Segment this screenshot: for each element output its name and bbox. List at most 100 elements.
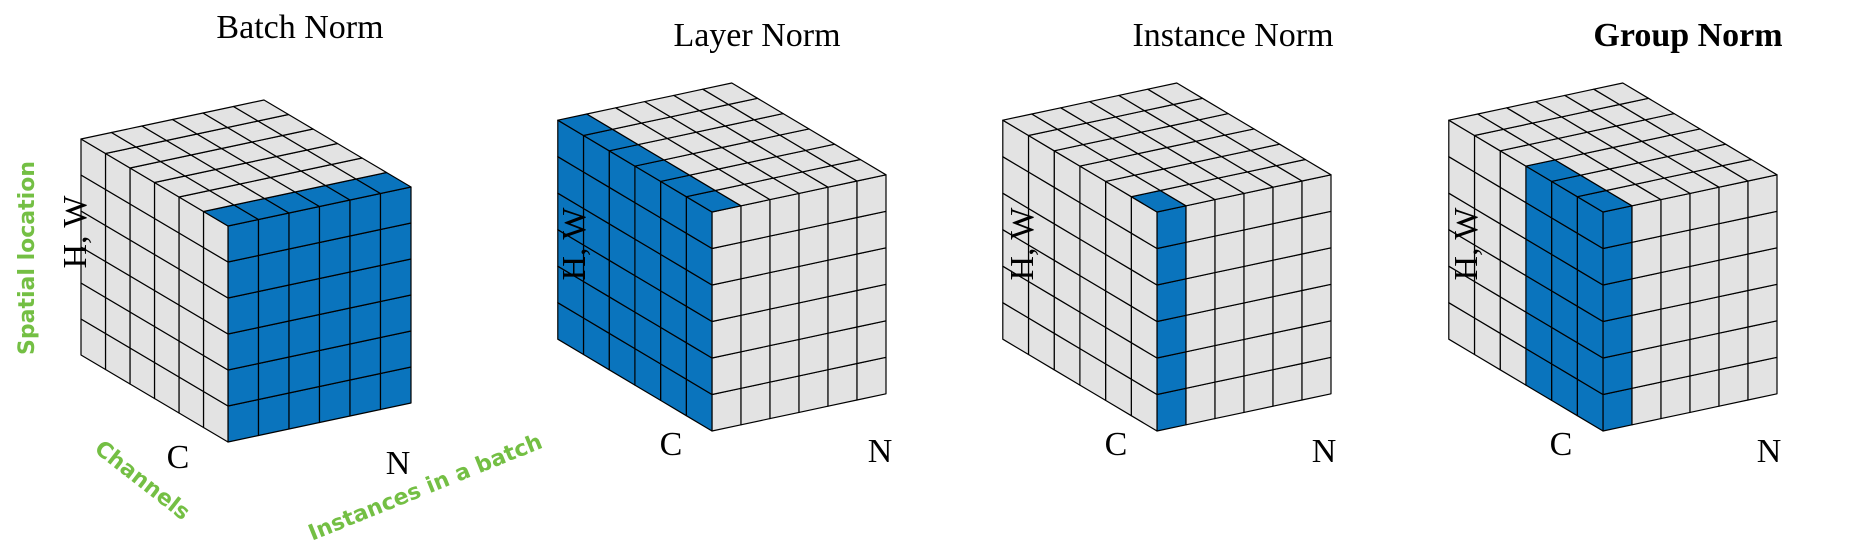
nh-face-cell	[1301, 283, 1332, 328]
batch-norm-title: Batch Norm	[216, 9, 383, 46]
nh-face-cell	[711, 241, 742, 286]
nh-face-cell	[798, 223, 829, 267]
nh-face-cell	[711, 351, 742, 396]
nh-face-cell	[349, 300, 382, 345]
nh-face-cell	[288, 205, 321, 250]
nh-face-cell	[798, 186, 829, 231]
layer-norm-c-label: C	[660, 426, 683, 463]
nh-face-cell	[1747, 283, 1778, 328]
group-norm-hw-label: H, W	[1448, 207, 1485, 281]
batch-norm-panel: Batch Norm H, W C N	[57, 9, 412, 482]
nh-face-cell	[1243, 259, 1274, 304]
nh-face-cell	[1747, 320, 1778, 365]
nh-face-cell	[379, 330, 412, 375]
group-norm-c-label: C	[1550, 426, 1573, 463]
layer-norm-n-label: N	[868, 433, 893, 470]
nh-face-cell	[227, 362, 260, 407]
nh-face-cell	[769, 229, 800, 274]
nh-face-cell	[288, 241, 321, 286]
nh-face-cell	[1747, 174, 1778, 219]
nh-face-cell	[288, 349, 321, 394]
nh-face-cell	[257, 248, 290, 293]
nh-face-cell	[257, 284, 290, 329]
nh-face-cell	[288, 313, 321, 358]
nh-face-cell	[1689, 186, 1720, 231]
nh-face-cell	[1272, 180, 1303, 225]
nh-face-cell	[1689, 369, 1720, 413]
nh-face-cell	[827, 253, 858, 298]
nh-face-cell	[798, 332, 829, 377]
nh-face-cell	[769, 302, 800, 347]
batch-norm-cube	[80, 99, 412, 443]
nh-face-cell	[1602, 241, 1633, 286]
nh-face-cell	[1156, 241, 1187, 286]
nh-face-cell	[1185, 199, 1216, 243]
nh-face-cell	[379, 186, 412, 231]
nh-face-cell	[1660, 265, 1691, 310]
nh-face-cell	[798, 296, 829, 340]
layer-norm-panel: Layer Norm H, W C N	[556, 17, 892, 470]
nh-face-cell	[1631, 199, 1662, 243]
nh-face-cell	[1301, 320, 1332, 365]
nh-face-cell	[349, 372, 382, 417]
nh-face-cell	[769, 375, 800, 420]
nh-face-cell	[1185, 345, 1216, 389]
nh-face-cell	[1660, 192, 1691, 237]
top-face-cell	[232, 99, 290, 122]
nh-face-cell	[288, 385, 321, 430]
nh-face-cell	[827, 216, 858, 261]
nh-face-cell	[1301, 210, 1332, 255]
nh-face-cell	[257, 320, 290, 365]
nh-face-cell	[379, 222, 412, 267]
nh-face-cell	[1272, 253, 1303, 298]
instance-norm-panel: Instance Norm H, W C N	[1002, 17, 1336, 470]
nh-face-cell	[1747, 356, 1778, 401]
top-face-cell	[702, 82, 759, 106]
nh-face-cell	[740, 308, 771, 353]
nh-face-cell	[257, 392, 290, 437]
nh-face-cell	[1660, 302, 1691, 347]
nh-face-cell	[856, 247, 887, 292]
nh-face-cell	[740, 345, 771, 389]
nh-face-cell	[318, 379, 351, 424]
nh-face-cell	[379, 366, 412, 411]
nh-face-cell	[769, 192, 800, 237]
nh-face-cell	[1272, 326, 1303, 371]
nh-face-cell	[1214, 229, 1245, 274]
nh-face-cell	[827, 289, 858, 334]
nh-face-cell	[1660, 229, 1691, 274]
nh-face-cell	[227, 254, 260, 299]
nh-face-cell	[1602, 314, 1633, 359]
nh-face-cell	[856, 283, 887, 328]
nh-face-cell	[1156, 387, 1187, 432]
nh-face-cell	[318, 271, 351, 316]
layer-norm-cube	[557, 82, 887, 432]
nh-face-cell	[740, 235, 771, 280]
nh-face-cell	[1602, 351, 1633, 396]
nh-face-cell	[1718, 216, 1749, 261]
nh-face-cell	[349, 264, 382, 309]
batch-norm-hw-label: H, W	[57, 195, 94, 269]
nh-face-cell	[227, 326, 260, 371]
nh-face-cell	[711, 314, 742, 359]
top-face-cell	[1147, 82, 1204, 106]
nh-face-cell	[1156, 314, 1187, 359]
nh-face-cell	[1243, 186, 1274, 231]
layer-norm-title: Layer Norm	[673, 17, 840, 54]
instance-norm-hw-label: H, W	[1004, 207, 1041, 281]
nh-face-cell	[257, 212, 290, 257]
nh-face-cell	[856, 356, 887, 401]
nh-face-cell	[318, 307, 351, 352]
nh-face-cell	[1747, 210, 1778, 255]
nh-face-cell	[856, 210, 887, 255]
nh-face-cell	[769, 338, 800, 383]
nh-face-cell	[1156, 278, 1187, 323]
nh-face-cell	[1660, 375, 1691, 420]
nh-face-cell	[856, 320, 887, 365]
nh-face-cell	[318, 343, 351, 388]
nh-face-cell	[1631, 272, 1662, 316]
nh-face-cell	[1689, 296, 1720, 340]
nh-face-cell	[711, 278, 742, 323]
nh-face-cell	[1185, 272, 1216, 316]
nh-face-cell	[740, 381, 771, 426]
